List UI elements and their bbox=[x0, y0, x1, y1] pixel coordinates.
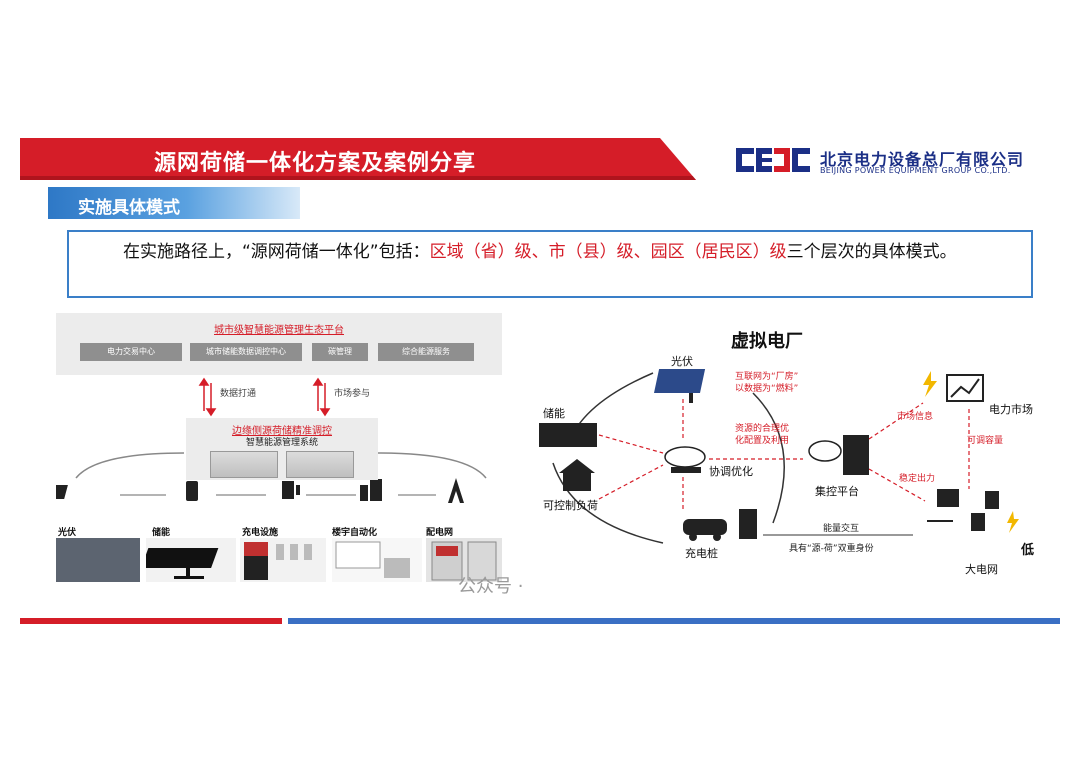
edge-title: 边缘侧源荷储精准调控 bbox=[232, 426, 332, 437]
arrow2-label: 市场参与 bbox=[334, 389, 371, 399]
dual-identity-label: 具有“源-荷”双重身份 bbox=[789, 544, 874, 554]
left-arrows bbox=[56, 377, 487, 503]
page-title: 源网荷储一体化方案及案例分享 bbox=[154, 151, 477, 176]
market-label: 电力市场 bbox=[989, 403, 1033, 416]
intro-highlight: 区域（省）级、市（县）级、园区（居民区）级 bbox=[429, 242, 787, 262]
footer-bar-red bbox=[20, 618, 282, 624]
edge-subtitle: 智慧能源管理系统 bbox=[245, 438, 318, 448]
platform-box: 城市储能数据调控中心 bbox=[190, 343, 302, 361]
distribution-device-image bbox=[426, 538, 502, 582]
internet-note: 互联网为“厂房” 以数据为“燃料” bbox=[735, 371, 798, 395]
adjustable-label: 可调容量 bbox=[967, 436, 1004, 446]
city-platform: 城市级智慧能源管理生态平台 电力交易中心 城市储能数据调控中心 碳管理 综合能源… bbox=[56, 313, 502, 375]
vpp-connections bbox=[539, 369, 1019, 544]
intro-part3: 三个层次的具体模式。 bbox=[786, 242, 957, 262]
stable-output-label: 稳定出力 bbox=[899, 474, 936, 484]
energy-exchange-label: 能量交互 bbox=[823, 524, 860, 534]
intro-part1: 在实施路径上，“源网荷储一体化”包括： bbox=[123, 242, 430, 262]
charging-device-image bbox=[240, 538, 326, 582]
low-label: 低 bbox=[1021, 543, 1035, 558]
load-label: 可控制负荷 bbox=[543, 499, 598, 512]
brand-name-en: BEIJING POWER EQUIPMENT GROUP CO.,LTD. bbox=[820, 166, 1011, 175]
resource-note: 资源的合理优 化配置及利用 bbox=[735, 423, 789, 447]
intro-paragraph: 在实施路径上，“源网荷储一体化”包括：区域（省）级、市（县）级、园区（居民区）级… bbox=[77, 239, 1027, 266]
monitor-screen bbox=[210, 451, 278, 478]
platform-box: 电力交易中心 bbox=[80, 343, 182, 361]
resource-note-line: 化配置及利用 bbox=[735, 436, 790, 446]
section-tab bbox=[48, 187, 300, 219]
platform-box: 碳管理 bbox=[312, 343, 368, 361]
arrow1-label: 数据打通 bbox=[220, 389, 257, 399]
title-bar bbox=[20, 138, 696, 180]
category-label: 楼宇自动化 bbox=[332, 528, 378, 538]
internet-note-line: 互联网为“厂房” bbox=[735, 372, 799, 382]
category-label: 储能 bbox=[152, 528, 171, 538]
charging-label: 充电桩 bbox=[685, 547, 718, 560]
pv-label: 光伏 bbox=[671, 355, 693, 368]
internet-note-line: 以数据为“燃料” bbox=[735, 384, 799, 394]
company-logo-icon bbox=[736, 148, 810, 172]
intro-textbox: 在实施路径上，“源网荷储一体化”包括：区域（省）级、市（县）级、园区（居民区）级… bbox=[67, 230, 1033, 298]
storage-label: 储能 bbox=[543, 407, 565, 420]
section-tab-label: 实施具体模式 bbox=[78, 198, 180, 218]
resource-note-line: 资源的合理优 bbox=[735, 424, 790, 434]
brand-name-cn: 北京电力设备总厂有限公司 bbox=[820, 150, 1025, 169]
building-device-image bbox=[332, 538, 422, 582]
market-info-label: 市场信息 bbox=[897, 412, 934, 422]
center-label: 集控平台 bbox=[815, 485, 859, 498]
vpp-title: 虚拟电厂 bbox=[731, 331, 803, 352]
footer-bar-blue bbox=[288, 618, 1060, 624]
storage-device-image bbox=[141, 538, 236, 582]
category-label: 配电网 bbox=[426, 528, 454, 538]
slide: 源网荷储一体化方案及案例分享 北京电力设备总厂有限公司 BEIJING POWE… bbox=[20, 138, 1060, 628]
pv-device-image bbox=[56, 538, 140, 582]
platform-title: 城市级智慧能源管理生态平台 bbox=[214, 325, 344, 336]
monitor-screen bbox=[286, 451, 354, 478]
category-label: 光伏 bbox=[58, 528, 77, 538]
coord-label: 协调优化 bbox=[709, 465, 753, 478]
category-label: 充电设施 bbox=[242, 528, 279, 538]
smart-energy-diagram: 城市级智慧能源管理生态平台 电力交易中心 城市储能数据调控中心 碳管理 综合能源… bbox=[56, 313, 502, 588]
platform-box: 综合能源服务 bbox=[378, 343, 474, 361]
grid-label: 大电网 bbox=[965, 563, 998, 576]
watermark: 公众号 · bbox=[458, 576, 524, 597]
edge-control-box: 边缘侧源荷储精准调控 智慧能源管理系统 bbox=[186, 418, 378, 480]
virtual-power-plant-diagram: 虚拟电厂 bbox=[513, 313, 1060, 588]
